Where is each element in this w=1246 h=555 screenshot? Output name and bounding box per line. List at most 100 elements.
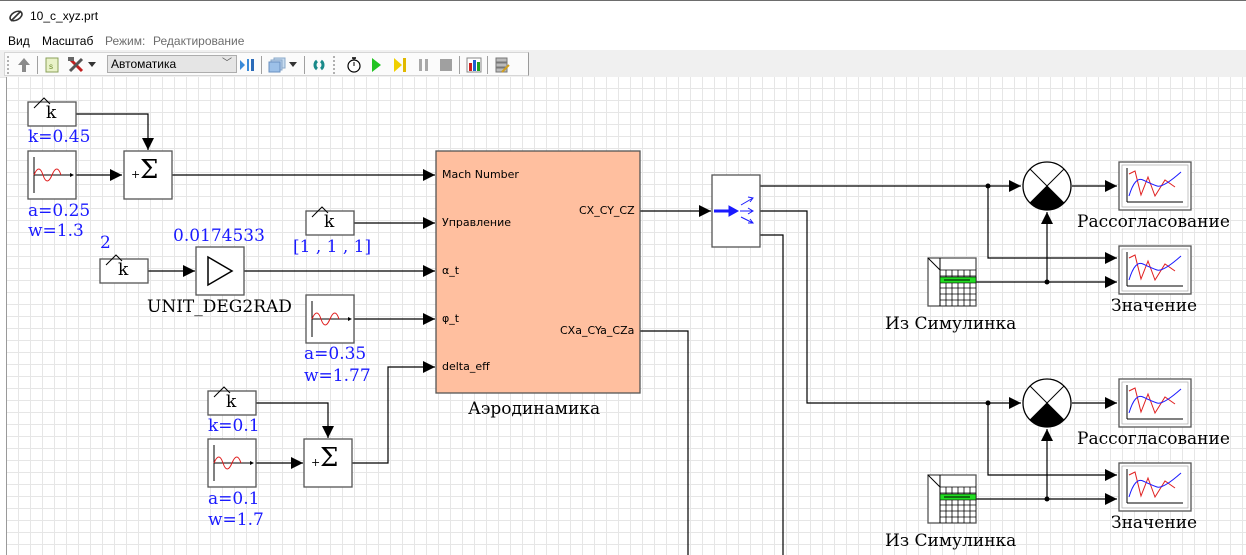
- up-arrow-icon: [18, 58, 30, 72]
- input-port-label: Mach Number: [442, 168, 519, 181]
- mode-label: Режим:: [105, 34, 146, 48]
- refresh-button[interactable]: [310, 56, 328, 74]
- scope-block: [1118, 161, 1192, 512]
- chart-button[interactable]: [465, 56, 483, 74]
- param-label: k=0.1: [208, 416, 260, 436]
- connection-line: [987, 186, 1117, 264]
- aerodynamics-block: [435, 150, 641, 394]
- constant-symbol: k: [324, 212, 335, 232]
- block-name: Аэродинамика: [468, 399, 601, 419]
- block-name: Значение: [1111, 296, 1198, 316]
- block-name: Значение: [1111, 513, 1198, 533]
- gain-value: 0.0174533: [173, 226, 265, 246]
- app-logo-icon: [9, 10, 23, 22]
- separator: [459, 56, 460, 74]
- input-port-label: α_t: [442, 264, 460, 277]
- up-button[interactable]: [15, 56, 33, 74]
- toolbar: s Автоматика ﹀: [0, 50, 1246, 78]
- param-label: k=0.45: [28, 127, 91, 147]
- block-name: UNIT_DEG2RAD: [147, 297, 292, 317]
- pause-icon: [419, 59, 428, 71]
- junction-dot: [985, 400, 991, 406]
- sine-wave-icon: [33, 157, 352, 481]
- param-label: w=1.77: [304, 366, 371, 386]
- diagram-svg: [27, 97, 1192, 555]
- param-label: w=1.7: [208, 510, 264, 530]
- block-name: Рассогласование: [1077, 212, 1230, 232]
- database-edit-button[interactable]: [493, 56, 511, 74]
- title-bar: 10_c_xyz.prt: [0, 0, 1246, 30]
- menu-bar: Вид Масштаб Режим: Редактирование: [0, 32, 1246, 50]
- layers-dropdown[interactable]: [288, 56, 298, 74]
- refresh-icon: [313, 59, 325, 71]
- timer-icon: [347, 57, 361, 73]
- toolbar-grip[interactable]: [333, 56, 337, 74]
- svg-text:s: s: [49, 62, 53, 71]
- from-workspace-block: [927, 257, 977, 524]
- output-port-label: CXa_CYa_CZa: [560, 324, 635, 337]
- tools-dropdown[interactable]: [87, 56, 97, 74]
- comparator-block: [1022, 161, 1072, 428]
- junction-dot: [1044, 279, 1050, 285]
- connection-line: [256, 402, 334, 438]
- separator: [261, 56, 262, 74]
- constant-tick-icon: [33, 97, 329, 398]
- junction-dot: [985, 183, 991, 189]
- param-label: a=0.1: [208, 489, 260, 509]
- model-structure-icon: [240, 59, 254, 71]
- connection-line: [76, 113, 154, 150]
- solver-select[interactable]: Автоматика ﹀: [107, 55, 237, 73]
- demux-arrows-icon: [714, 196, 754, 224]
- param-label: [1 , 1 , 1]: [293, 237, 372, 257]
- input-port-label: φ_t: [442, 312, 460, 325]
- connection-line: [352, 361, 435, 464]
- play-icon: [372, 58, 381, 72]
- stop-icon: [440, 59, 452, 71]
- diagram-canvas[interactable]: k k k k + Σ + Σ k=0.45 a=0.25 w=1.3 2 0.…: [6, 77, 1246, 555]
- gain-triangle-icon: [207, 255, 234, 287]
- separator: [37, 56, 38, 74]
- separator: [487, 56, 488, 74]
- constant-symbol: k: [46, 103, 57, 123]
- param-label: 2: [100, 233, 111, 253]
- timer-button[interactable]: [345, 56, 363, 74]
- model-structure-button[interactable]: [238, 56, 256, 74]
- solver-select-value: Автоматика: [111, 57, 177, 71]
- menu-view[interactable]: Вид: [8, 34, 30, 48]
- connection-line: [760, 234, 784, 555]
- block-name: Из Симулинка: [885, 314, 1017, 334]
- step-button[interactable]: [391, 56, 409, 74]
- layers-button[interactable]: [268, 56, 286, 74]
- sum-sign: +: [131, 168, 141, 181]
- mode-value: Редактирование: [153, 34, 245, 48]
- constant-symbol: k: [226, 392, 237, 412]
- window-title: 10_c_xyz.prt: [30, 9, 99, 23]
- script-icon: s: [45, 57, 59, 73]
- menu-scale[interactable]: Масштаб: [42, 34, 94, 48]
- toolbar-grip[interactable]: [7, 56, 11, 74]
- play-button[interactable]: [367, 56, 385, 74]
- input-port-label: Управление: [442, 216, 512, 229]
- connection-line: [760, 210, 1021, 409]
- step-icon: [394, 58, 406, 72]
- sum-symbol: Σ: [140, 155, 159, 185]
- input-port-label: delta_eff: [442, 360, 490, 373]
- gain-block: [195, 246, 245, 296]
- block-name: Рассогласование: [1077, 429, 1230, 449]
- database-edit-icon: [495, 57, 510, 73]
- stop-button[interactable]: [437, 56, 455, 74]
- constant-symbol: k: [118, 260, 129, 280]
- output-port-label: CX_CY_CZ: [579, 204, 635, 217]
- separator: [304, 56, 305, 74]
- dropdown-arrow-icon: [88, 62, 96, 67]
- tools-button[interactable]: [67, 56, 85, 74]
- script-button[interactable]: s: [43, 56, 61, 74]
- sum-sign: +: [311, 456, 321, 469]
- sum-block: [123, 150, 353, 488]
- param-label: w=1.3: [28, 221, 84, 241]
- layers-icon: [268, 57, 286, 73]
- pause-button[interactable]: [415, 56, 433, 74]
- sum-symbol: Σ: [320, 443, 339, 473]
- junction-dot: [1044, 496, 1050, 502]
- block-name: Из Симулинка: [885, 531, 1017, 551]
